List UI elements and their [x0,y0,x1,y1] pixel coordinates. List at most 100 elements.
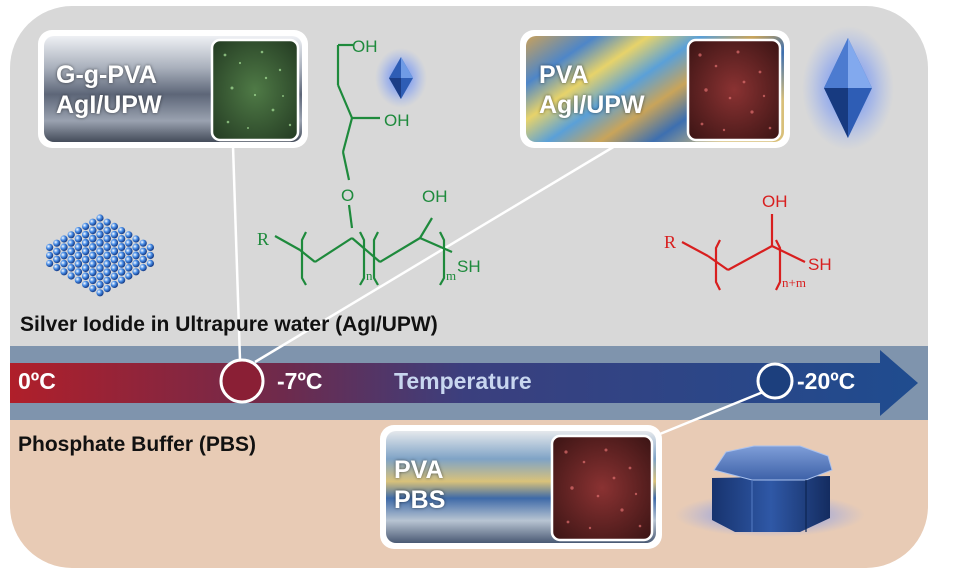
subscript-n: n [366,268,373,283]
lattice-atom [67,248,75,256]
lattice-atom [96,248,104,256]
lattice-atom [132,243,140,251]
lattice-atom [82,239,90,247]
lattice-atom [89,285,97,293]
lattice-atom [118,276,126,284]
section-title-pbs: Phosphate Buffer (PBS) [18,433,257,456]
lattice-atom [139,248,147,256]
lattice-atom [125,239,133,247]
lattice-atom [96,239,104,247]
lattice-atom [74,235,82,243]
oh-label: OH [384,111,410,130]
temperature-axis-title: Temperature [394,368,532,394]
lattice-atom [103,277,111,285]
lattice-atom [103,243,111,251]
lattice-atom [118,235,126,243]
r-group-label: R [664,232,676,252]
lattice-atom [132,235,140,243]
lattice-atom [67,256,75,264]
lattice-atom [74,227,82,235]
lattice-atom [82,222,90,230]
lattice-atom [53,264,61,272]
micrograph-speckle [564,448,642,530]
sh-label: SH [457,257,481,276]
sample-card-pva-pbs [380,425,662,549]
marker-minus20 [756,362,794,400]
lattice-atom [146,259,154,267]
sample-label-line1: G-g-PVA [56,61,157,89]
sample-label-pva-upw: PVA AgI/UPW [539,60,645,120]
lattice-atom [118,243,126,251]
lattice-atom [103,218,111,226]
lattice-atom [125,231,133,239]
lattice-atom [132,252,140,260]
lattice-atom [125,272,133,280]
lattice-atom [89,218,97,226]
temperature-start-label: 0ºC [18,368,56,394]
lattice-atom [82,264,90,272]
connector-line [254,144,616,364]
lattice-atom [103,252,111,260]
lattice-atom [103,285,111,293]
lattice-atom [74,268,82,276]
lattice-atom [118,227,126,235]
lattice-atom [89,269,97,277]
sh-label: SH [808,255,832,274]
lattice-atom [60,235,68,243]
oh-label: OH [762,192,788,211]
sample-label-line2: PBS [394,486,446,514]
lattice-atom [89,243,97,251]
sample-label-line1: PVA [394,456,444,484]
r-group-label: R [257,229,269,249]
lattice-atom [96,281,104,289]
lattice-atom [110,264,118,272]
lattice-atom [110,256,118,264]
lattice-atom [110,280,118,288]
lattice-atom [60,243,68,251]
lattice-atom [89,235,97,243]
lattice-atom [110,222,118,230]
lattice-atom [74,252,82,260]
lattice-atom [67,272,75,280]
connector-line [231,145,242,361]
lattice-atom [89,277,97,285]
lattice-atom [89,252,97,260]
bipyramid-crystal-icon [802,26,894,150]
lattice-atom [67,231,75,239]
lattice-atom [139,239,147,247]
sample-label-line2: AgI/UPW [56,91,162,119]
lattice-atom [82,280,90,288]
lattice-atom [103,269,111,277]
lattice-atom [103,235,111,243]
lattice-atom [103,260,111,268]
g-g-pva-structure-labels: OH OH O OH R n m SH [257,37,481,283]
temperature-end-label: -20ºC [797,368,856,394]
marker-minus7 [219,358,265,404]
lattice-atom [125,248,133,256]
lattice-atom [96,214,104,222]
lattice-atom [118,260,126,268]
lattice-atom [110,231,118,239]
lattice-atom [146,243,154,251]
section-title-upw: Silver Iodide in Ultrapure water (AgI/UP… [20,313,438,336]
sample-label-g-g-pva-upw: G-g-PVA AgI/UPW [56,60,162,120]
sample-card-g-g-pva-upw [38,30,308,148]
lattice-atom [110,272,118,280]
lattice-atom [60,260,68,268]
lattice-atom [96,264,104,272]
lattice-atom [118,252,126,260]
temperature-mid-label: -7ºC [277,368,323,394]
lattice-atom [67,264,75,272]
lattice-atom [82,231,90,239]
lattice-atom [146,251,154,259]
lattice-atom [96,289,104,297]
lattice-atom [110,248,118,256]
lattice-atom [82,256,90,264]
sample-label-line1: PVA [539,61,589,89]
g-g-pva-structure [274,43,453,286]
bipyramid-crystal-icon [375,48,427,108]
octagonal-prism-crystal-icon [675,445,865,537]
lattice-atom [74,276,82,284]
lattice-atom [74,260,82,268]
